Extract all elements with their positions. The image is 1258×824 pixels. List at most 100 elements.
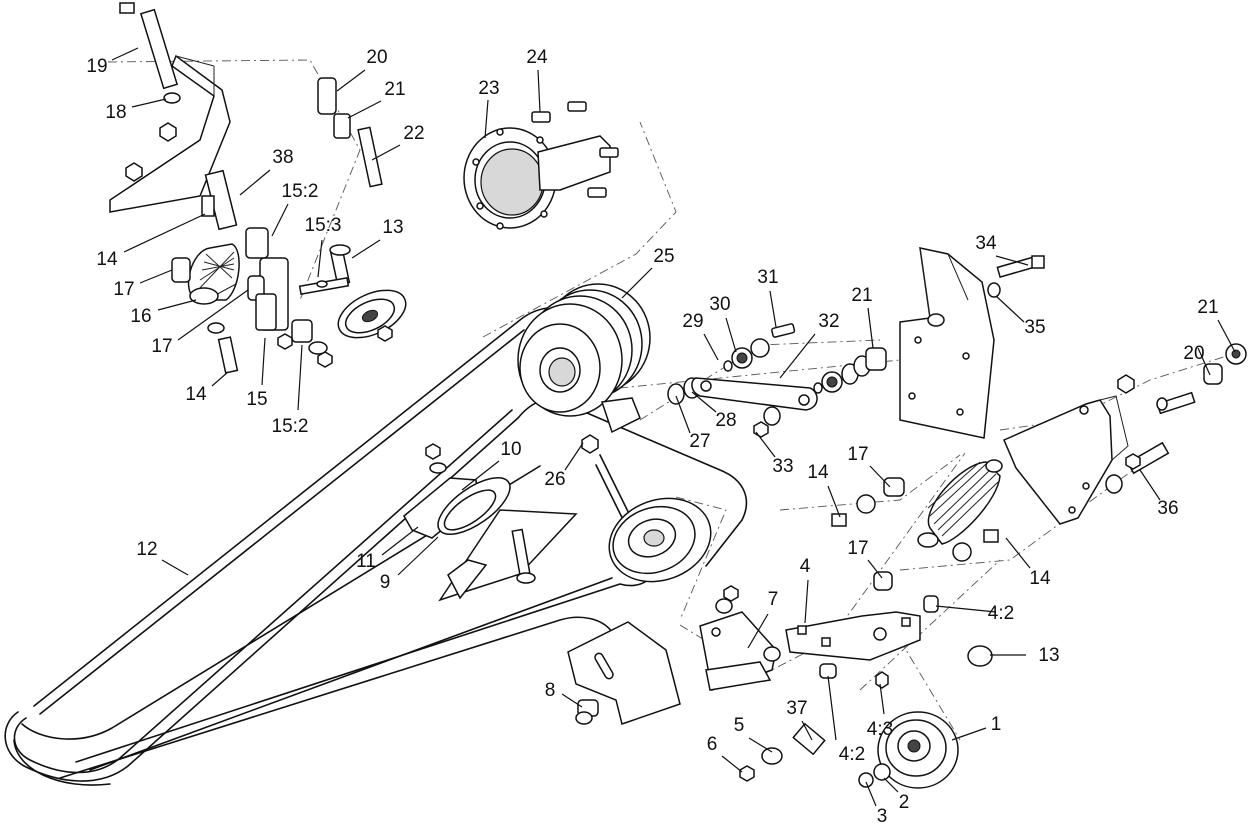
idler-bracket-upper	[109, 2, 407, 374]
callout-leader-line	[261, 337, 266, 386]
callout-leader-line	[484, 99, 489, 139]
callout-label: 15:3	[305, 215, 342, 236]
callout-label: 17	[113, 279, 134, 300]
callout-leader-line	[139, 269, 173, 284]
callout-label: 6	[707, 734, 718, 755]
callout-label: 21	[1197, 297, 1218, 318]
callout-leader-line	[564, 442, 584, 471]
idler-arm	[739, 595, 993, 782]
callout-label: 11	[356, 551, 376, 572]
callout-label: 13	[382, 217, 403, 238]
callout-label: 3	[877, 806, 888, 824]
idler-pulley-center	[403, 443, 578, 602]
callout-label: 20	[366, 47, 387, 68]
callout-label: 13	[1038, 645, 1059, 666]
callout-leader-line	[755, 431, 776, 458]
callout-leader-line	[995, 295, 1025, 323]
callout-label: 15:2	[272, 416, 309, 437]
callout-leader-line	[336, 69, 366, 92]
callout-label: 38	[272, 147, 293, 168]
callout-label: 33	[772, 456, 793, 477]
callout-label: 27	[689, 431, 710, 452]
callout-leader-line	[865, 781, 877, 807]
callout-leader-line	[869, 465, 891, 488]
callout-label: 15	[246, 389, 267, 410]
right-mount-plate	[899, 247, 1045, 439]
callout-label: 4	[800, 556, 811, 577]
callout-leader-line	[703, 333, 719, 361]
callout-leader-line	[561, 693, 583, 708]
callout-leader-line	[1005, 537, 1031, 569]
callout-leader-line	[747, 613, 769, 649]
callout-leader-line	[371, 144, 401, 161]
callout-label: 10	[500, 439, 521, 460]
callout-label: 4:3	[867, 719, 893, 740]
idler-pulley-right	[858, 711, 959, 789]
callout-leader-line	[804, 579, 809, 624]
callout-label: 35	[1024, 317, 1045, 338]
callout-label: 7	[768, 589, 779, 610]
callout-label: 1	[991, 714, 1002, 735]
callout-leader-line	[351, 239, 381, 259]
callout-label: 14	[185, 384, 207, 405]
callout-label: 14	[1029, 568, 1051, 589]
electric-clutch	[517, 283, 651, 434]
callout-leader-line	[211, 371, 229, 387]
callout-label: 34	[975, 233, 997, 254]
callout-leader-line	[297, 344, 303, 411]
callout-leader-line	[397, 536, 439, 576]
callout-label: 5	[734, 715, 745, 736]
callout-label: 29	[682, 311, 703, 332]
callout-label: 21	[851, 285, 872, 306]
callout-leader-line	[827, 675, 837, 741]
callout-leader-line	[691, 391, 717, 413]
callout-leader-line	[317, 239, 323, 278]
callout-leader-line	[1197, 347, 1211, 376]
callout-label: 21	[384, 79, 405, 100]
callout-label: 14	[96, 249, 118, 270]
callout-leader-line	[769, 290, 777, 328]
callout-leader-line	[995, 255, 1029, 266]
callout-leader-line	[675, 395, 691, 434]
callout-label: 22	[403, 123, 424, 144]
clutch-mount-plate	[463, 101, 619, 230]
shaft-hardware-stack	[581, 323, 887, 454]
callout-leader-line	[951, 727, 987, 741]
callout-label: 24	[526, 47, 548, 68]
callout-leader-line	[801, 720, 813, 741]
callout-label: 26	[544, 469, 565, 490]
callout-label: 17	[847, 538, 868, 559]
callout-label: 4:2	[839, 744, 865, 765]
callout-label: 30	[709, 294, 730, 315]
callout-leader-line	[239, 169, 271, 196]
callout-leader-line	[935, 605, 997, 613]
callout-label: 36	[1157, 498, 1178, 519]
callout-leader-line	[879, 683, 885, 715]
callout-label: 28	[715, 410, 736, 431]
callout-label: 8	[545, 680, 556, 701]
callout-leader-line	[177, 289, 249, 341]
callout-label: 2	[899, 792, 910, 813]
callout-leader-line	[157, 299, 197, 311]
callout-leader-line	[537, 69, 541, 113]
callout-leader-line	[131, 98, 167, 108]
callout-leader-line	[721, 755, 743, 773]
callout-leader-line	[883, 777, 899, 793]
callout-leader-line	[161, 559, 189, 576]
callout-leader-line	[111, 47, 139, 61]
callout-label: 17	[847, 444, 868, 465]
callout-leader-line	[867, 307, 874, 349]
right-idler-arm	[1003, 343, 1247, 525]
lower-idler-bracket	[567, 585, 781, 725]
callout-label: 17	[151, 336, 172, 357]
callout-leader-line	[347, 100, 382, 119]
callout-label: 23	[478, 78, 499, 99]
callout-leader-line	[621, 267, 653, 299]
callout-leader-line	[1139, 469, 1161, 501]
callout-leaders	[111, 47, 1236, 807]
callout-label: 16	[130, 306, 151, 327]
callout-leader-line	[461, 460, 500, 491]
